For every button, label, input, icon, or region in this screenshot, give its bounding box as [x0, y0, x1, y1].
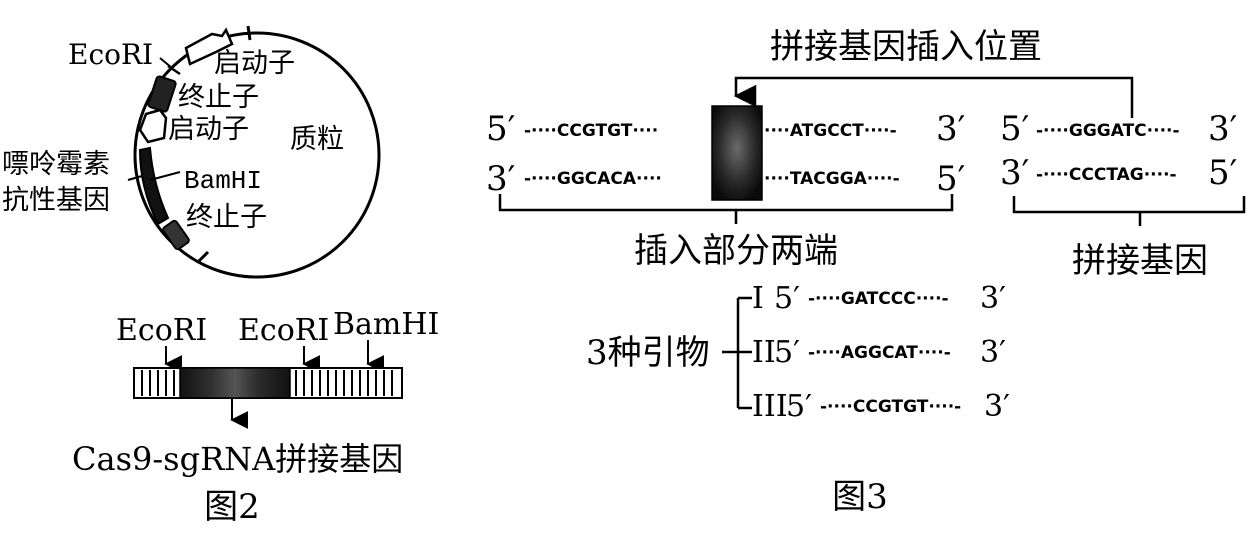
splice-top-3prime: 3′ [1208, 109, 1237, 149]
plasmid-terminator1-label: 终止子 [178, 82, 259, 113]
bamhi-site-tick [149, 171, 181, 181]
primers-title: 3种引物 [586, 333, 710, 373]
ecori-leader [159, 57, 173, 69]
primer-II-seq: -····AGGCAT····- [808, 343, 951, 363]
insert-top-3prime: 3′ [936, 109, 965, 149]
insert-top-left-seq: -····CCGTGT···· [524, 121, 658, 141]
splice-bot-5prime: 5′ [1208, 153, 1237, 193]
splice-top-5prime: 5′ [1000, 109, 1029, 149]
primer-I-5prime: 5′ [774, 281, 800, 316]
insert-bot-5prime: 5′ [936, 159, 965, 199]
primer-II-roman: II [752, 335, 776, 370]
fig2-caption: 图2 [204, 487, 260, 527]
insert-ends-label: 插入部分两端 [634, 231, 838, 271]
resistance-leader [127, 175, 143, 181]
linear-bamhi-label: BamHI [333, 307, 439, 342]
resistance-label-line1: 嘌呤霉素 [2, 149, 110, 180]
primer-III-3prime: 3′ [984, 389, 1010, 424]
insert-bot-3prime: 3′ [486, 159, 515, 199]
cas9-gene-label: Cas9-sgRNA拼接基因 [72, 440, 403, 478]
linear-fragment-figure: EcoRI EcoRI BamHI Cas9-sgRNA拼接基因 图2 [72, 307, 439, 527]
fragment-right-stripes [295, 370, 393, 396]
splice-gene-bracket [1012, 196, 1246, 226]
insert-top-right-seq: ····ATGCCT····- [764, 121, 897, 141]
fig3-caption: 图3 [832, 477, 888, 517]
insert-position-title: 拼接基因插入位置 [770, 27, 1042, 67]
plasmid-ecori-label: EcoRI [68, 38, 153, 71]
splice-gene-label: 拼接基因 [1072, 241, 1208, 281]
splice-bot-3prime: 3′ [1000, 153, 1029, 193]
primer-I-roman: I [752, 281, 764, 316]
linear-ecori-left-label: EcoRI [116, 313, 207, 348]
plasmid-figure: EcoRI 启动子 终止子 启动子 质粒 嘌呤霉素 抗性基因 BamHI 终止子 [2, 25, 381, 279]
terminator1-segment [147, 75, 177, 113]
insert-block [711, 105, 763, 201]
plasmid-promoter2-label: 启动子 [168, 114, 249, 145]
insert-bot-left-seq: -····GGCACA···· [524, 169, 662, 189]
promoter2-segment [138, 108, 168, 144]
insert-bot-right-seq: ····TACGGA····- [764, 169, 900, 189]
plasmid-bamhi-label: BamHI [184, 166, 262, 196]
plasmid-tick-bottom [196, 250, 210, 264]
primer-III-seq: -····CCGTGT····- [820, 397, 961, 417]
insert-position-arrow [733, 76, 1134, 118]
primer-II-5prime: 5′ [774, 335, 800, 370]
cas9-gene-block [179, 367, 291, 399]
insert-top-5prime: 5′ [486, 109, 515, 149]
plasmid-promoter1-label: 启动子 [214, 48, 295, 79]
promoter1-segment [184, 27, 234, 66]
plasmid-circle [133, 31, 381, 279]
terminator2-segment [162, 219, 190, 251]
primer-I-seq: -····GATCCC····- [808, 289, 949, 309]
insert-ends-bracket [498, 194, 954, 224]
fig3: 拼接基因插入位置 5′ -····CCGTGT···· ····ATGCCT··… [486, 27, 1246, 517]
primer-I-3prime: 3′ [980, 281, 1006, 316]
linear-ecori-right-label: EcoRI [238, 313, 329, 348]
plasmid-terminator2-label: 终止子 [186, 202, 267, 233]
fragment-left-stripes [141, 370, 175, 396]
primers-bracket [722, 296, 752, 410]
plasmid-tick-top [246, 25, 252, 41]
primer-II-3prime: 3′ [980, 335, 1006, 370]
splice-bot-seq: -····CCCTAG····- [1036, 165, 1177, 185]
plasmid-label: 质粒 [290, 124, 344, 155]
primer-III-5prime: 5′ [786, 389, 812, 424]
splice-top-seq: -····GGGATC····- [1036, 121, 1180, 141]
primer-III-roman: III [752, 389, 788, 424]
resistance-gene-segment [138, 146, 170, 226]
resistance-label-line2: 抗性基因 [2, 185, 110, 216]
